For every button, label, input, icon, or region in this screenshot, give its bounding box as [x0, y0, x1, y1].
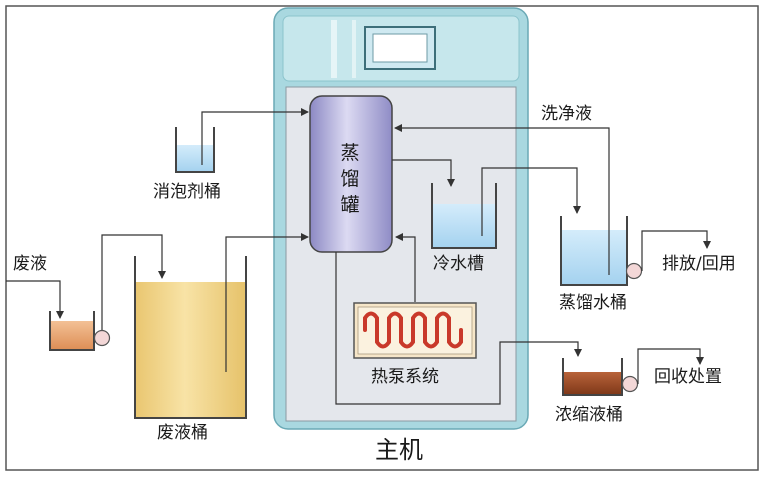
defoamer-tank-label: 消泡剂桶: [153, 182, 221, 202]
pipe-cold-to-distilled: [481, 167, 581, 236]
distilled-tank-label: 蒸馏水桶: [559, 293, 627, 313]
heat-pump-unit: [353, 302, 477, 359]
wash-liquid-label: 洗净液: [541, 104, 592, 124]
distilled-pump: [625, 262, 643, 280]
pipe-waste-to-evaporator: [225, 233, 309, 372]
pipes: [6, 108, 711, 405]
pipe-waste-inlet: [6, 280, 64, 319]
waste-tank: [134, 256, 247, 419]
evaporator-tank: [309, 95, 393, 253]
distilled-water-tank: [560, 216, 628, 286]
waste-tank-label: 废液桶: [157, 423, 208, 443]
pipe-pump-to-waste-tank: [101, 234, 166, 330]
cold-water-tank: [431, 183, 497, 249]
evaporator-label: 蒸馏罐: [340, 142, 360, 216]
pipe-recycle: [637, 348, 704, 384]
main-unit-label: 主机: [375, 436, 423, 464]
main-cabinet: [273, 7, 529, 430]
pipe-evaporator-to-cold-tank: [392, 159, 455, 187]
pipe-heatpump-to-evaporator: [395, 233, 416, 302]
discharge-label: 排放/回用: [662, 254, 736, 274]
concentrate-pump: [621, 375, 639, 393]
defoamer-tank: [175, 127, 215, 173]
concentrate-tank: [562, 358, 623, 396]
pipe-defoamer-to-evaporator: [201, 108, 309, 165]
recycle-label: 回收处置: [654, 367, 722, 387]
pipe-evaporator-to-concentrate: [335, 252, 582, 405]
concentrate-tank-label: 浓缩液桶: [555, 405, 623, 425]
pipe-discharge: [641, 230, 711, 271]
pipe-wash-to-evaporator: [394, 124, 610, 275]
cold-water-tank-label: 冷水槽: [433, 254, 484, 274]
waste-pump: [93, 329, 111, 347]
heat-pump-label: 热泵系统: [371, 367, 439, 387]
waste-inlet-label: 废液: [13, 254, 47, 274]
small-waste-tank: [49, 311, 95, 351]
